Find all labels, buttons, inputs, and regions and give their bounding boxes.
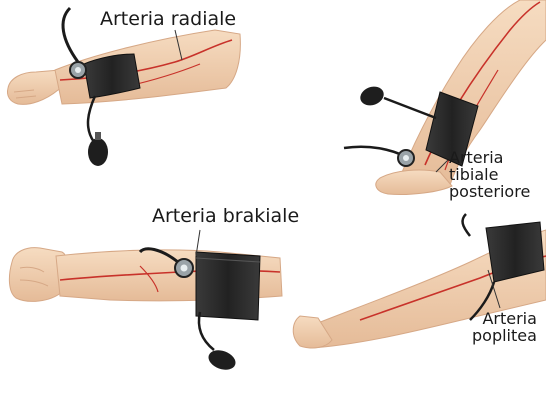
pump-bulb-icon (206, 347, 238, 373)
gauge-dial (181, 265, 188, 272)
cuff-tube-lower (199, 312, 214, 350)
gauge-tube (344, 147, 404, 156)
label-arteria-tibiale-posteriore: Arteria tibiale posteriore (449, 150, 530, 200)
label-line-3: posteriore (449, 184, 530, 201)
arm-brachial-illustration (9, 230, 282, 373)
label-arteria-poplitea: Arteria poplitea (472, 311, 537, 345)
cuff-tube-upper (463, 214, 470, 236)
gauge-dial (75, 67, 81, 73)
cuff-band (196, 252, 260, 320)
label-arteria-brakiale: Arteria brakiale (152, 207, 299, 227)
forearm-radial-illustration (7, 8, 240, 166)
pump-bulb-icon (88, 138, 108, 166)
label-line-2: poplitea (472, 328, 537, 345)
cuff-tube (384, 98, 436, 118)
label-arteria-radiale: Arteria radiale (100, 10, 236, 30)
foot-shape (376, 170, 452, 195)
gauge-dial (403, 155, 409, 161)
cuff-tube-upper (63, 8, 78, 62)
pump-bulb-icon (358, 83, 387, 108)
pump-valve (95, 132, 101, 140)
